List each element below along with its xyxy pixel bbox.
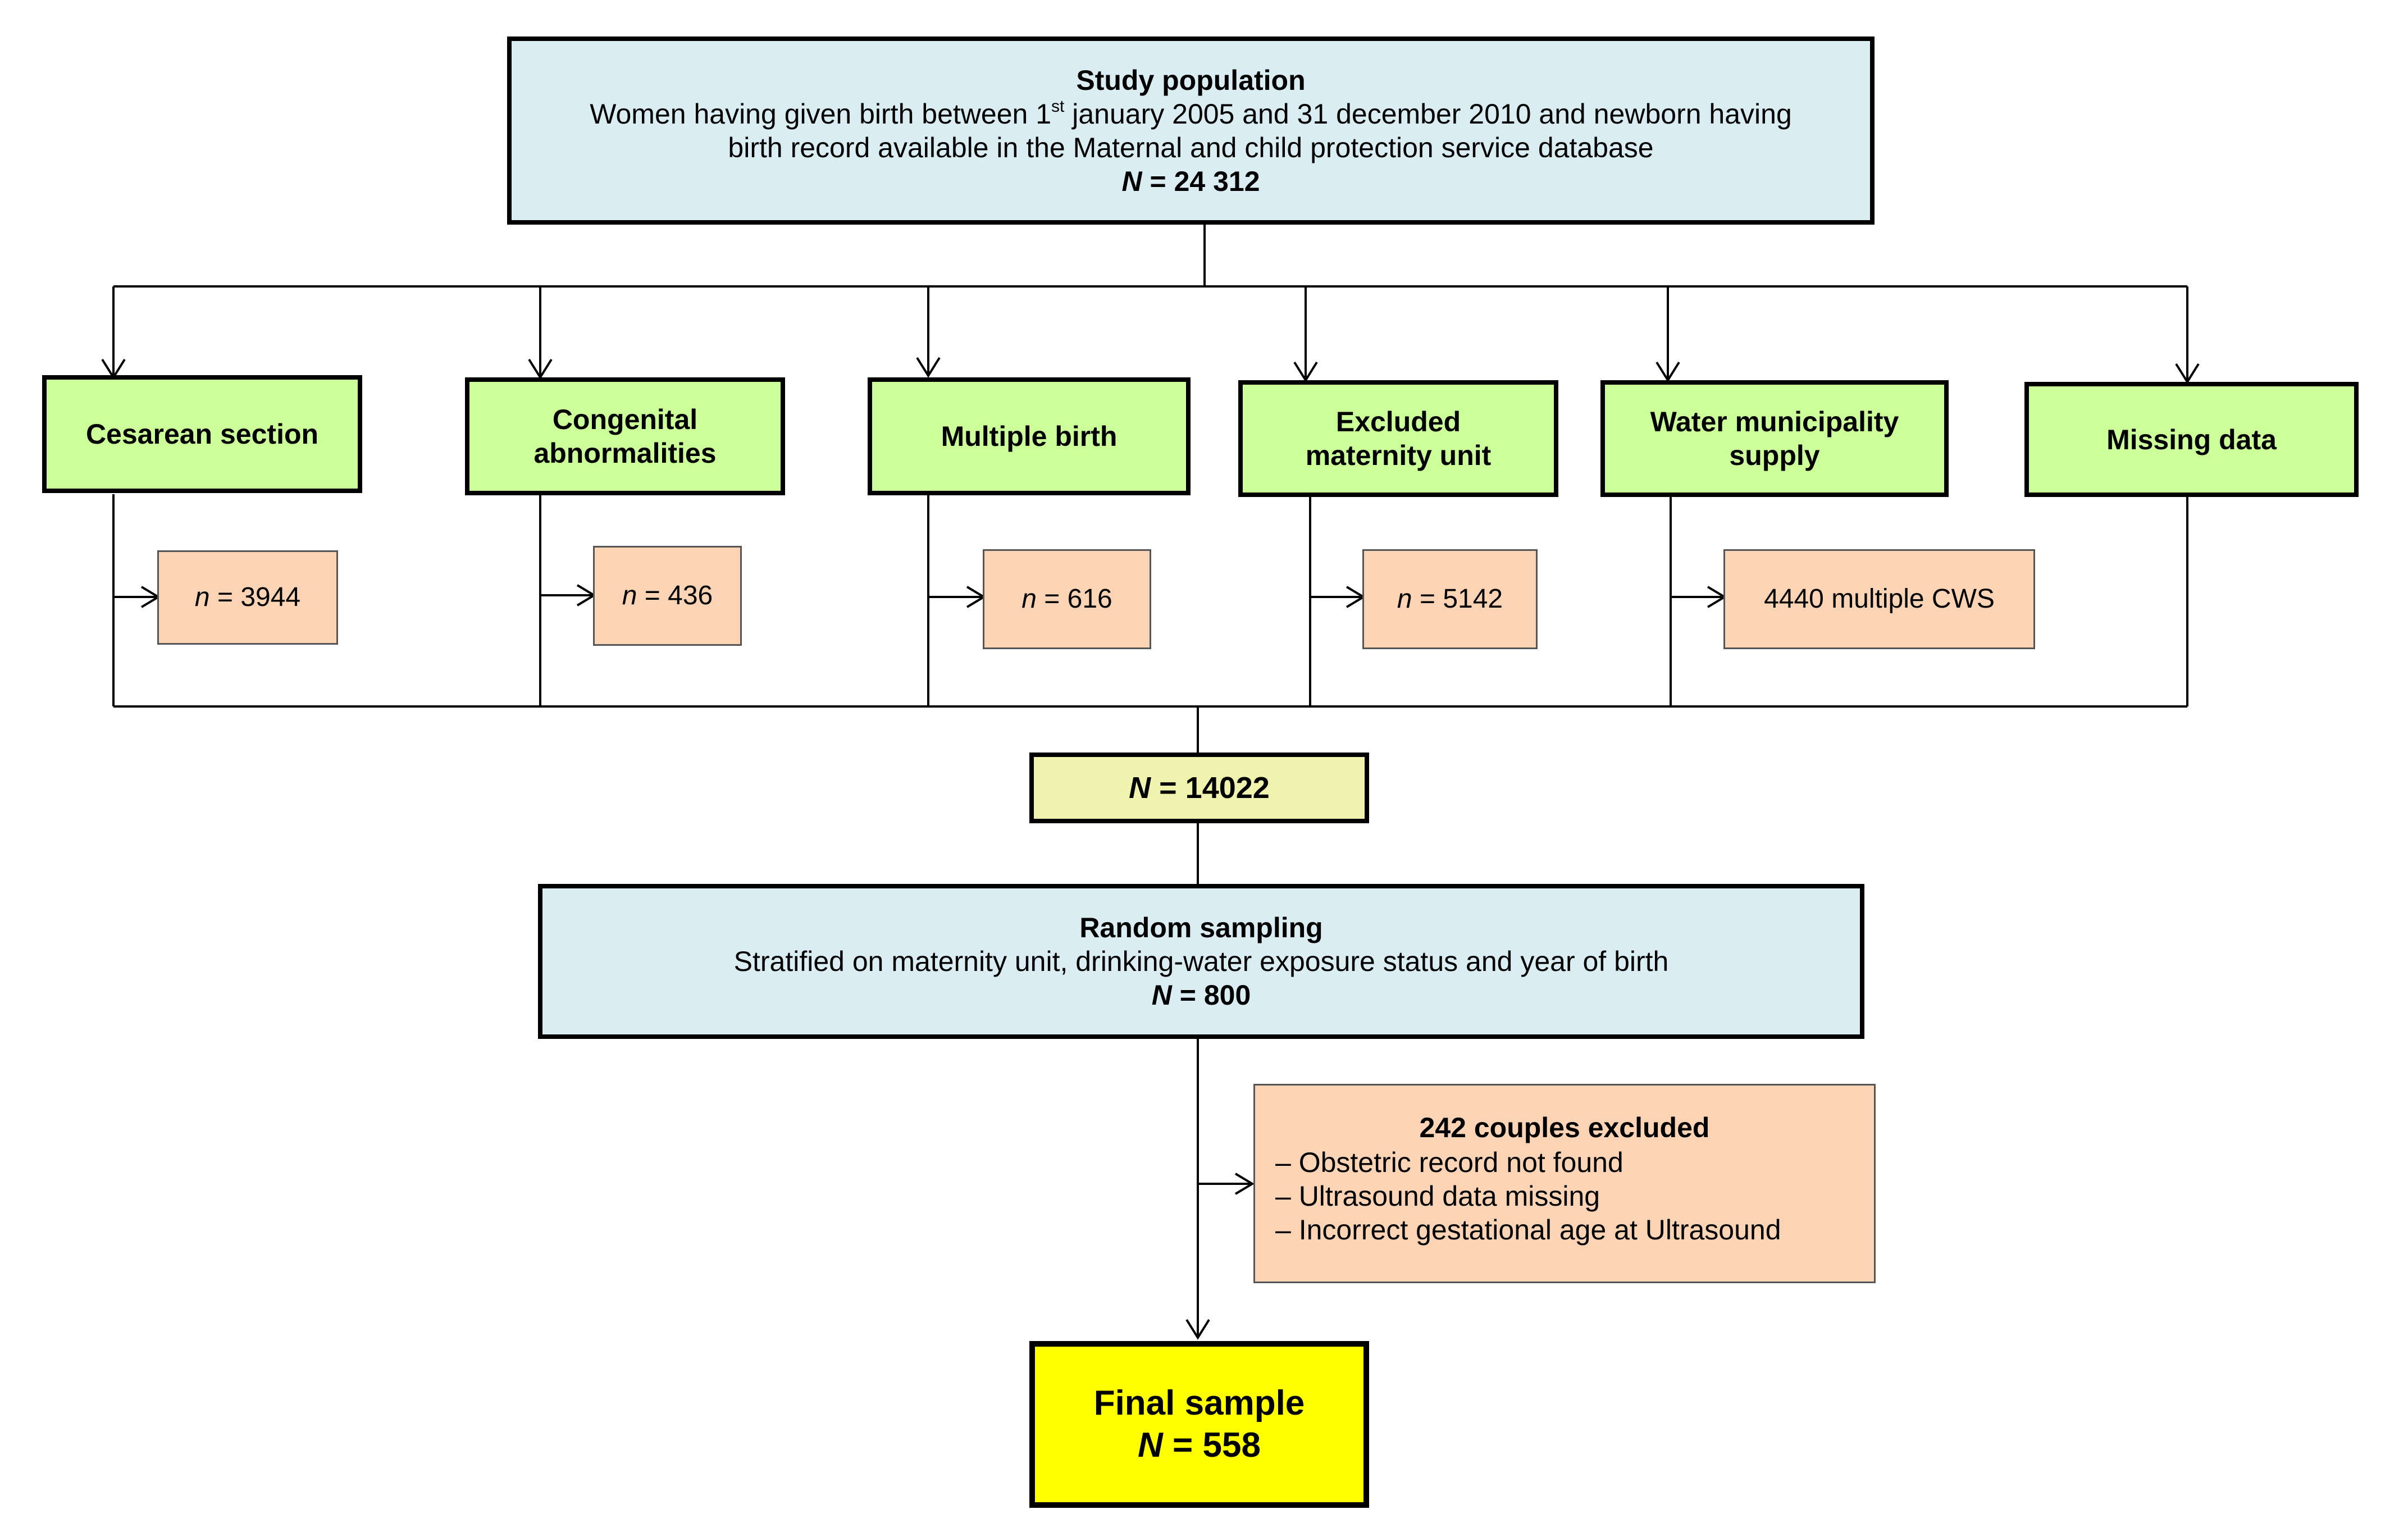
random-sampling-n: N = 800 [1151,979,1251,1011]
exclusion-label: Missing data [2106,423,2277,455]
exclusion-congenital-abnormalities-box: Congenital abnormalities [465,377,785,495]
random-sampling-title: Random sampling [1079,912,1323,943]
excluded-couples-item: – Obstetric record not found [1275,1147,1623,1178]
study-population-title: Study population [1076,64,1306,96]
excluded-couples-item: – Incorrect gestational age at Ultrasoun… [1275,1214,1781,1246]
study-population-box: Study population Women having given birt… [507,37,1875,225]
count-cesarean-section: n = 3944 [157,550,338,645]
exclusion-label: Water municipality [1650,406,1899,437]
count-congenital-abnormalities: n = 436 [593,546,742,646]
exclusion-multiple-birth-box: Multiple birth [868,377,1191,495]
exclusion-label-line2: maternity unit [1305,440,1492,471]
count-water-municipality-supply: 4440 multiple CWS [1723,549,2035,649]
exclusion-label: Cesarean section [85,418,319,450]
excluded-couples-box: 242 couples excluded – Obstetric record … [1253,1084,1876,1283]
final-sample-title: Final sample [1093,1384,1305,1423]
exclusion-label-line2: abnormalities [533,437,717,469]
exclusion-water-municipality-supply-box: Water municipality supply [1600,380,1949,497]
random-sampling-description: Stratified on maternity unit, drinking-w… [733,946,1669,977]
final-sample-n: N = 558 [1138,1425,1261,1465]
exclusion-label: Congenital [552,404,698,435]
excluded-couples-item: – Ultrasound data missing [1275,1180,1600,1212]
exclusion-label-line2: supply [1729,440,1820,471]
exclusion-excluded-maternity-unit-box: Excluded maternity unit [1238,380,1558,497]
intermediate-total-box: N = 14022 [1029,753,1369,823]
final-sample-box: Final sample N = 558 [1029,1341,1369,1508]
study-population-n: N = 24 312 [1121,165,1260,197]
excluded-couples-title: 242 couples excluded [1419,1112,1710,1143]
random-sampling-box: Random sampling Stratified on maternity … [538,884,1864,1039]
study-population-line1: Women having given birth between 1st jan… [590,97,1792,130]
exclusion-cesarean-section-box: Cesarean section [42,375,362,493]
study-population-line2: birth record available in the Maternal a… [728,131,1654,163]
count-multiple-birth: n = 616 [983,549,1151,649]
exclusion-missing-data-box: Missing data [2024,382,2359,497]
exclusion-label: Multiple birth [941,421,1118,452]
exclusion-label: Excluded [1335,406,1461,437]
count-excluded-maternity-unit: n = 5142 [1362,549,1538,649]
